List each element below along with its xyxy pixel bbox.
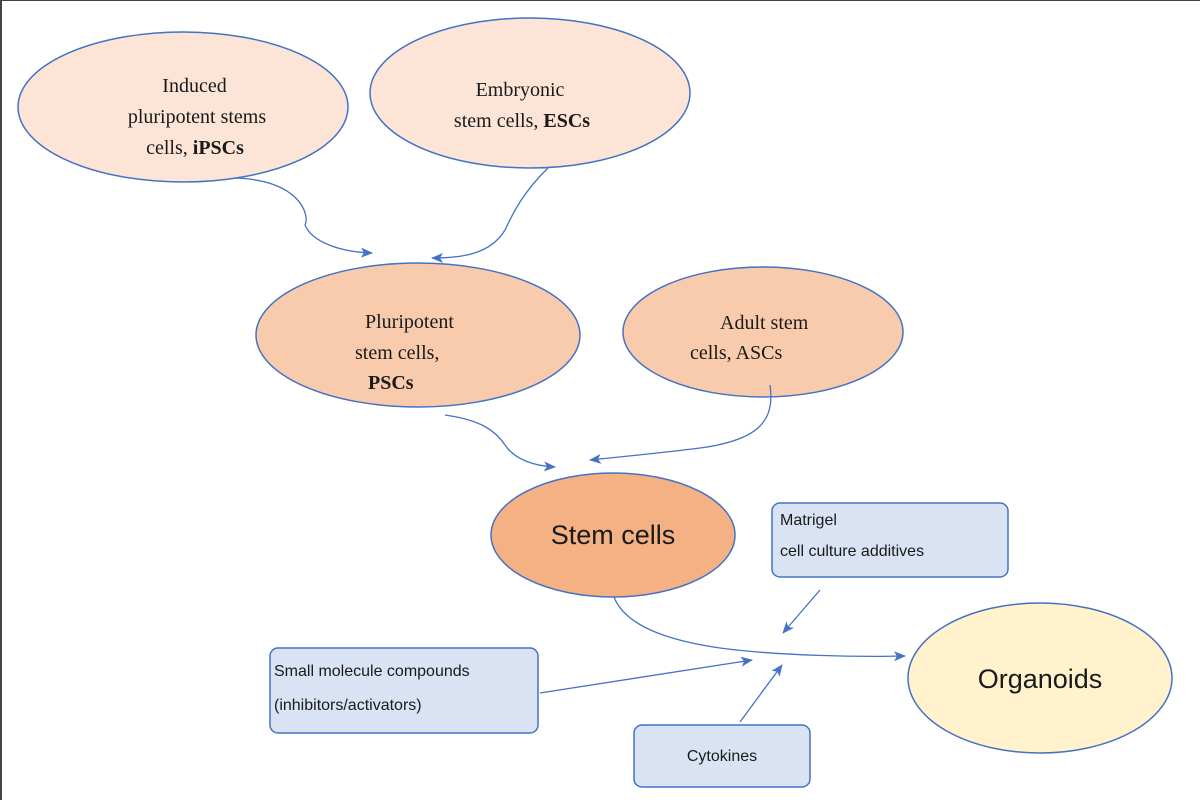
matrigel-line1: Matrigel <box>780 512 837 529</box>
cytokines-label: Cytokines <box>687 748 757 765</box>
psc-line1: Pluripotent <box>365 311 454 333</box>
matrigel-line2: cell culture additives <box>780 543 924 560</box>
asc-line1: Adult stem <box>720 312 809 334</box>
ipsc-line3: cells, iPSCs <box>146 137 244 159</box>
matrigel-box <box>771 502 1009 578</box>
stem-cells-label: Stem cells <box>551 520 676 550</box>
ipsc-line1: Induced <box>162 75 226 97</box>
ipsc-label: Induced pluripotent stems <box>128 75 267 128</box>
organoids-node <box>907 602 1173 754</box>
psc-line2: stem cells, <box>355 342 439 364</box>
cytokines-box <box>633 724 811 788</box>
psc-line3: PSCs <box>368 372 414 394</box>
small-molecule-box <box>269 647 539 734</box>
arrow-small-molecule <box>539 656 753 694</box>
stem-cells-node <box>490 472 736 598</box>
arrow-esc-to-psc <box>431 167 549 263</box>
psc-node <box>255 262 581 408</box>
esc-line1: Embryonic <box>476 79 565 101</box>
arrow-stem-to-organoids <box>613 596 906 662</box>
asc-line2: cells, ASCs <box>690 342 782 364</box>
arrow-ipsc-to-psc <box>234 177 373 258</box>
small-molecule-line2: (inhibitors/activators) <box>274 697 422 714</box>
esc-node <box>369 17 691 169</box>
arrow-asc-to-stem <box>589 384 772 464</box>
ipsc-node <box>17 31 349 183</box>
asc-node <box>622 266 904 398</box>
ipsc-line2: pluripotent stems <box>128 106 267 128</box>
arrow-matrigel <box>782 589 821 634</box>
small-molecule-line1: Small molecule compounds <box>274 663 470 680</box>
organoids-label: Organoids <box>978 664 1103 694</box>
esc-line2: stem cells, ESCs <box>454 110 590 132</box>
arrow-psc-to-stem <box>444 414 556 472</box>
arrow-cytokines <box>739 664 783 723</box>
